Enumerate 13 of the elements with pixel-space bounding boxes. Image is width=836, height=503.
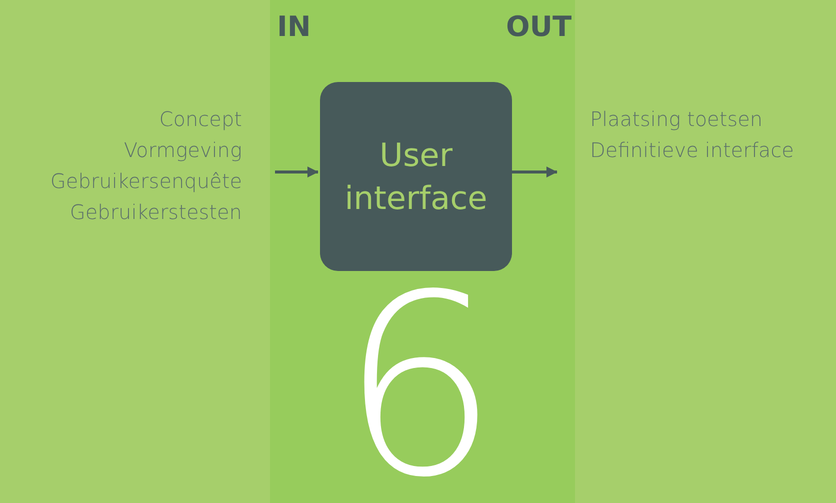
- column-heading: OUT: [506, 10, 572, 43]
- process-box: [320, 82, 512, 271]
- step-number: 6: [340, 262, 500, 503]
- arrow: [512, 166, 558, 178]
- box-title: User interface: [344, 134, 488, 218]
- list-item: Plaatsing toetsen: [590, 106, 764, 133]
- column-heading: IN: [277, 10, 311, 43]
- list-item: Concept: [158, 106, 242, 133]
- list-item: Gebruikerstesten: [68, 199, 242, 226]
- list-item: Definitieve interface: [590, 137, 795, 164]
- arrow: [275, 166, 318, 178]
- list-item: Vormgeving: [122, 137, 242, 164]
- list-item: Gebruikersenquête: [49, 168, 242, 195]
